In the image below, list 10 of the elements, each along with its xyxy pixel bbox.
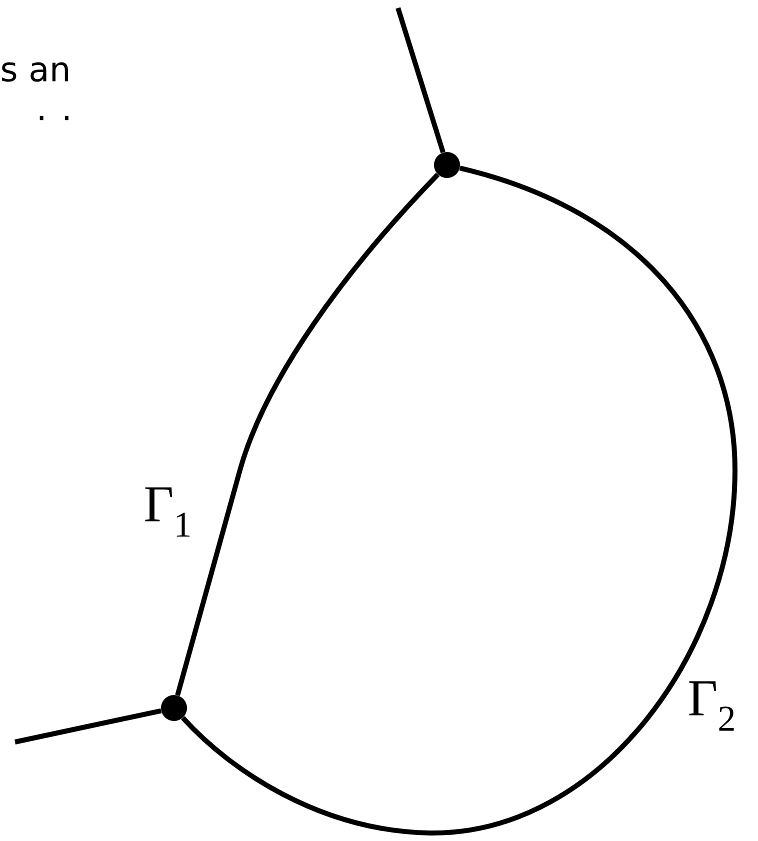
curve xyxy=(14,708,162,744)
curve xyxy=(175,172,440,696)
text-fragment: . . xyxy=(40,116,68,120)
edge-label: Γ$_{2}$ xyxy=(689,681,734,731)
curve xyxy=(181,166,738,836)
vertex-dot xyxy=(161,695,187,721)
text-fragment: s an xyxy=(2,62,68,82)
edge-label: Γ$_{1}$ xyxy=(145,487,190,537)
curve xyxy=(396,7,446,154)
vertex-dot xyxy=(434,152,460,178)
